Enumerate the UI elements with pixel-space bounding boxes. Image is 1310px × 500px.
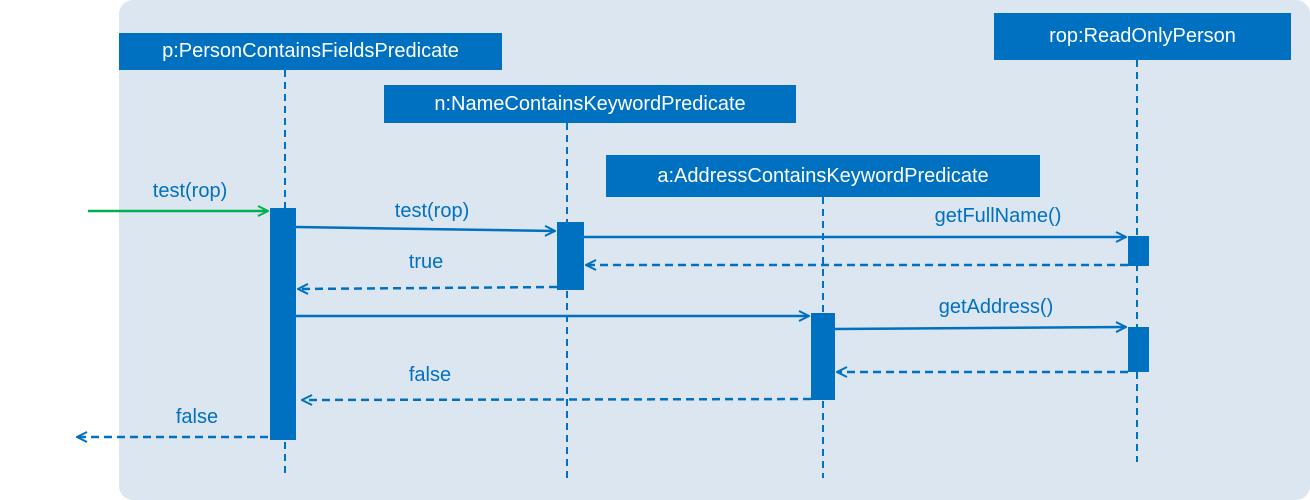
activation-rop-getaddress (1128, 327, 1149, 372)
arrow-return-false-a (302, 399, 812, 400)
activation-n (557, 222, 584, 290)
participant-p: p:PersonContainsFieldsPredicate (119, 33, 502, 70)
arrow-call-getaddress (834, 327, 1126, 329)
activation-a (811, 313, 835, 400)
arrow-return-true (298, 287, 558, 289)
participant-a: a:AddressContainsKeywordPredicate (606, 155, 1040, 197)
participant-n: n:NameContainsKeywordPredicate (384, 85, 796, 123)
activation-p (270, 208, 296, 440)
label-call-test-n: test(rop) (394, 200, 470, 222)
arrow-call-test-n (295, 227, 555, 231)
label-call-getaddress: getAddress() (938, 296, 1054, 318)
label-call-getfullname: getFullName() (934, 205, 1062, 227)
label-return-false-out: false (175, 406, 219, 428)
label-return-false-a: false (408, 364, 452, 386)
label-incoming-test: test(rop) (152, 180, 228, 202)
label-return-true: true (408, 251, 444, 273)
diagram-background (119, 0, 1310, 500)
activation-rop-getfullname (1128, 236, 1149, 266)
participant-rop: rop:ReadOnlyPerson (994, 13, 1291, 60)
